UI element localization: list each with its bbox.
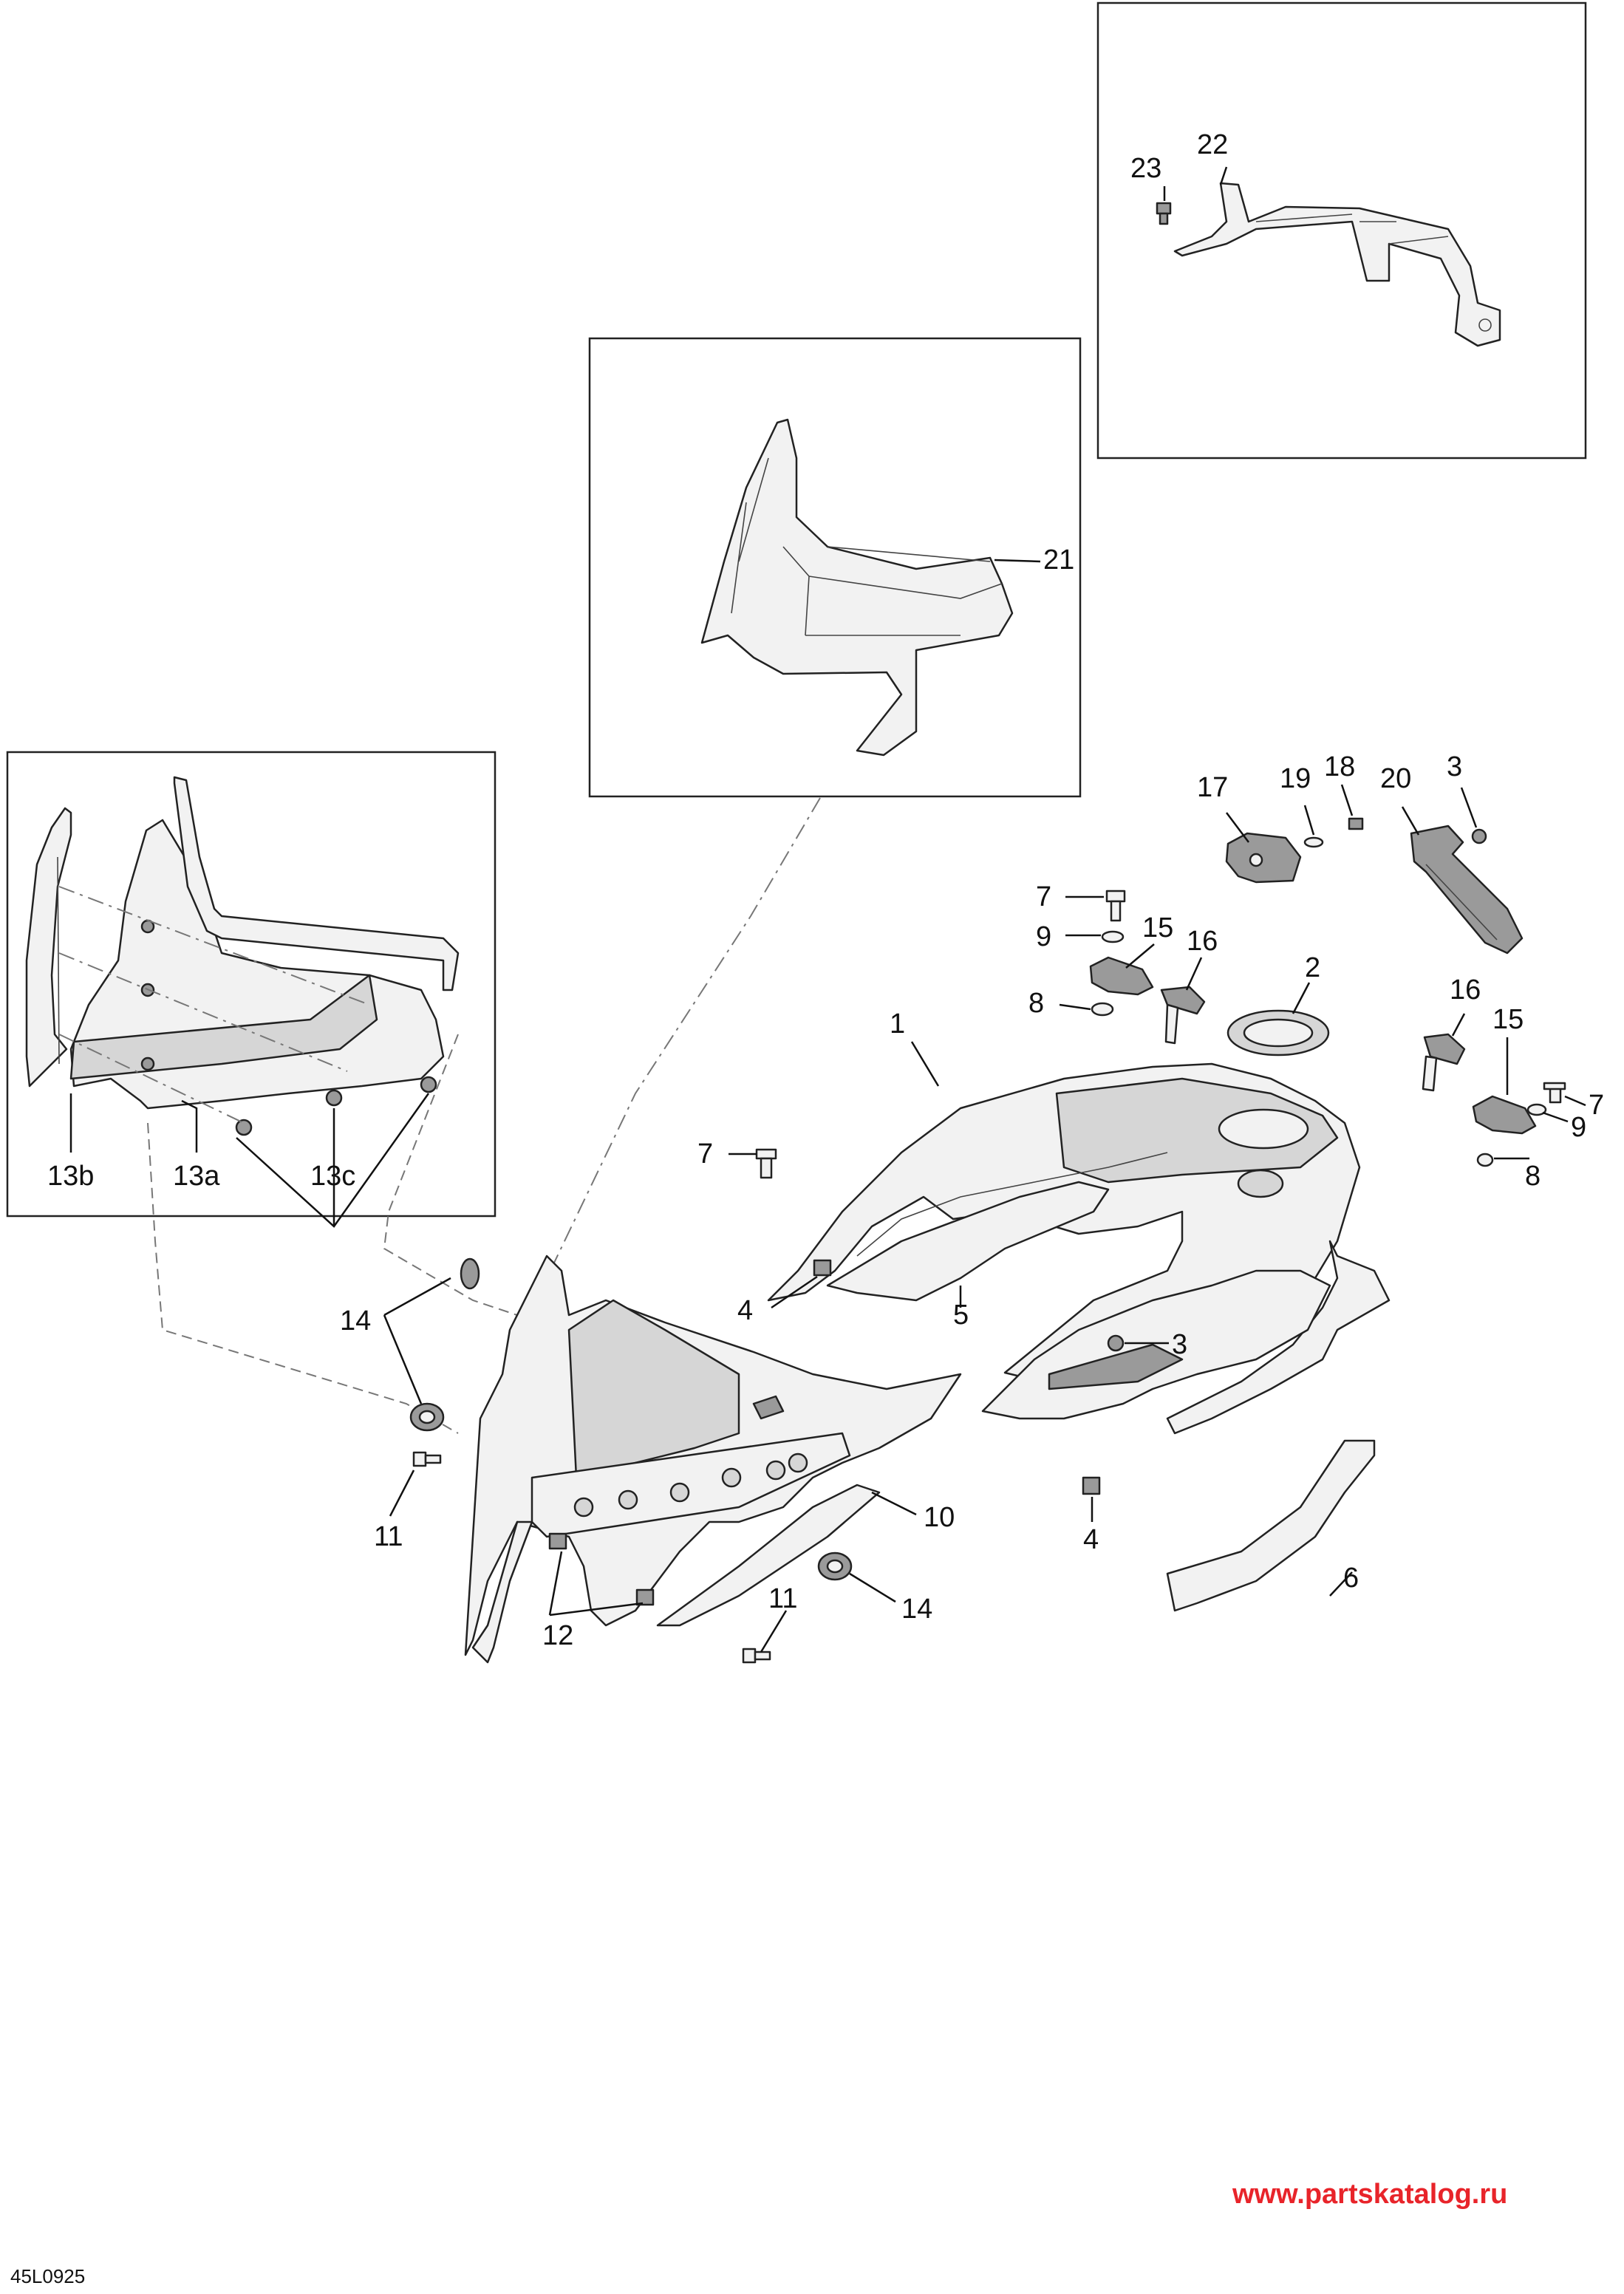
callout-12: 12 <box>542 1620 573 1651</box>
callout-16-left: 16 <box>1187 926 1218 957</box>
callout-7-right: 7 <box>1589 1090 1604 1121</box>
callout-8-right: 8 <box>1525 1161 1541 1192</box>
part-16-knob-right <box>1422 1033 1466 1092</box>
callout-22: 22 <box>1197 129 1228 160</box>
doc-ref: 45L0925 <box>10 2265 85 2287</box>
inset-box-windshield <box>588 337 1082 798</box>
part-17-bracket <box>1225 832 1302 884</box>
leader-lines <box>383 166 1586 1653</box>
part-9-washer-right <box>1526 1103 1547 1116</box>
part-13c-grommets <box>140 919 437 1136</box>
callout-5: 5 <box>953 1300 969 1331</box>
part-13b-side-panel <box>25 807 72 1088</box>
part-13a-side-panel <box>69 819 445 1110</box>
part-8-nut-right <box>1476 1153 1494 1167</box>
part-11-screw-right <box>742 1648 771 1664</box>
callout-7-left: 7 <box>1036 881 1051 912</box>
callout-1: 1 <box>890 1008 905 1040</box>
callout-15-left: 15 <box>1142 912 1173 943</box>
part-4-clip-center <box>813 1259 832 1277</box>
callout-13c: 13c <box>310 1161 355 1192</box>
callout-4-center: 4 <box>737 1295 753 1326</box>
inset-box-bracket <box>1096 1 1587 460</box>
callout-9-right: 9 <box>1571 1112 1586 1143</box>
callout-14-right: 14 <box>901 1594 932 1625</box>
leader-13c <box>236 1093 430 1228</box>
callout-3-center: 3 <box>1172 1329 1187 1360</box>
part-10-nose <box>464 1254 962 1664</box>
callout-11-left: 11 <box>374 1521 403 1552</box>
callout-16-right: 16 <box>1450 974 1481 1006</box>
part-14-grommet-left <box>409 1402 445 1432</box>
part-7-screw-center <box>755 1148 777 1179</box>
connector-windshield <box>546 797 821 1279</box>
part-22-bracket <box>1173 182 1501 347</box>
callout-8-left: 8 <box>1028 988 1044 1019</box>
part-14-grommet-right <box>817 1551 853 1581</box>
part-7-screw-left <box>1105 890 1126 922</box>
part-3-screw-center <box>1107 1334 1125 1352</box>
callout-7-center: 7 <box>697 1139 713 1170</box>
part-8-nut-left <box>1091 1002 1114 1017</box>
callout-13b: 13b <box>47 1161 94 1192</box>
part-18-screw <box>1348 817 1364 830</box>
part-15-latch-right <box>1472 1095 1537 1135</box>
callout-19: 19 <box>1280 763 1311 794</box>
callout-17: 17 <box>1197 772 1228 803</box>
callout-2: 2 <box>1305 952 1320 983</box>
part-15-latch-left <box>1089 956 1154 996</box>
part-4-clip-lower <box>1082 1476 1101 1495</box>
part-21-windshield <box>700 418 1014 757</box>
callout-4-lower: 4 <box>1083 1524 1099 1555</box>
part-1-hood-lower <box>981 1269 1331 1420</box>
callout-20: 20 <box>1380 763 1411 794</box>
part-12-clip-a <box>548 1532 567 1550</box>
callout-23: 23 <box>1130 153 1161 184</box>
inset-box-side-panel <box>6 751 497 1218</box>
callout-10: 10 <box>924 1502 955 1533</box>
callout-labels: 22 23 21 17 19 18 20 3 7 9 15 16 8 2 1 1… <box>47 129 1604 1651</box>
watermark: www.partskatalog.ru <box>1232 2179 1507 2210</box>
part-5-inner-panel <box>826 1181 1110 1302</box>
part-windshield-trim <box>173 776 460 991</box>
callout-18: 18 <box>1324 751 1355 782</box>
callout-15-right: 15 <box>1492 1004 1524 1035</box>
part-14-grommet-top <box>460 1257 480 1290</box>
callout-9-left: 9 <box>1036 921 1051 952</box>
part-20-latch <box>1410 825 1524 955</box>
leader-13a <box>181 1099 198 1153</box>
part-16-knob-left <box>1160 986 1206 1045</box>
connector-panel-right <box>383 1034 518 1316</box>
callout-21: 21 <box>1043 545 1074 576</box>
callout-6: 6 <box>1343 1563 1359 1594</box>
part-9-washer-left <box>1101 930 1125 943</box>
part-23-screw <box>1156 202 1172 225</box>
part-12-clip-b <box>635 1588 655 1606</box>
part-3-screw-top <box>1471 828 1487 844</box>
callout-11-right: 11 <box>768 1583 797 1614</box>
part-11-screw-left <box>412 1451 442 1467</box>
inset-alignment-lines <box>58 886 370 1124</box>
callout-14-left: 14 <box>340 1305 371 1337</box>
part-2-ring <box>1226 1009 1330 1056</box>
part-7-screw-right <box>1543 1082 1566 1104</box>
part-19-washer <box>1303 836 1324 848</box>
callout-13a: 13a <box>173 1161 220 1192</box>
callout-3-top: 3 <box>1447 751 1462 782</box>
